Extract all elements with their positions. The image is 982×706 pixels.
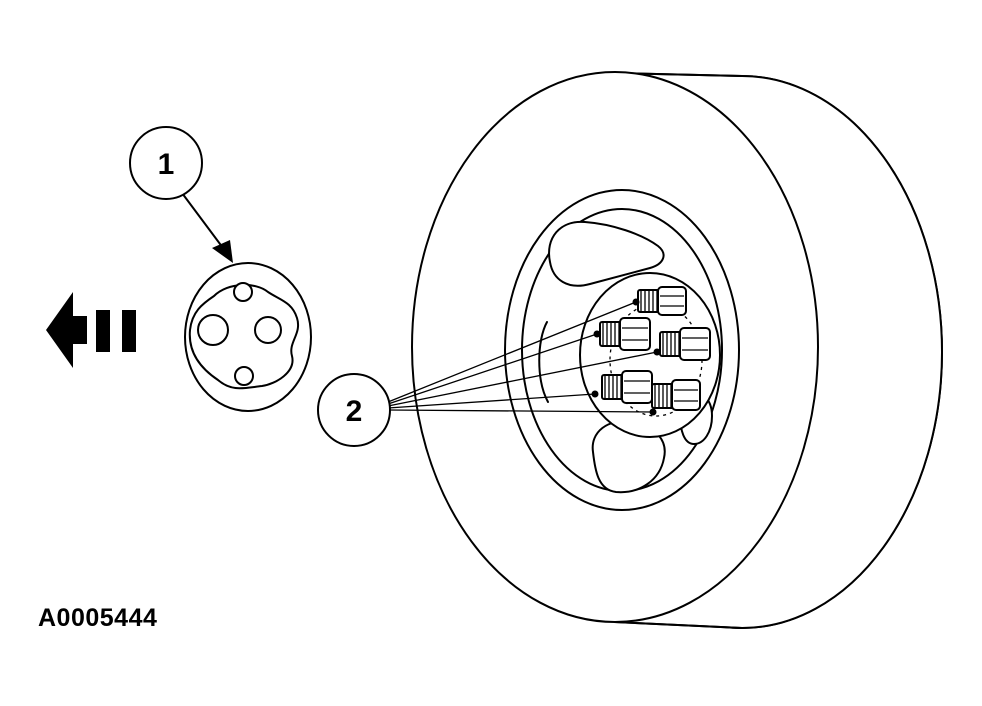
callout-2-label: 2 bbox=[346, 395, 363, 428]
callout-2: 2 bbox=[317, 373, 391, 447]
center-cap bbox=[184, 262, 312, 412]
callout-2-leaders bbox=[387, 301, 658, 413]
lug-nut bbox=[632, 286, 687, 316]
lug-nut bbox=[649, 379, 701, 416]
wheel-window-top bbox=[548, 220, 665, 287]
wheel-and-tire bbox=[411, 71, 943, 630]
lug-nut bbox=[591, 370, 653, 404]
callout-1-circle bbox=[129, 126, 203, 200]
lug-nut bbox=[653, 327, 711, 361]
center-cap-hub bbox=[197, 314, 229, 346]
figure-id: A0005444 bbox=[38, 604, 158, 632]
callout-1-label: 1 bbox=[158, 148, 175, 181]
callout-2-circle bbox=[317, 373, 391, 447]
lug-nut bbox=[593, 317, 651, 351]
wheel-spoke-edge bbox=[538, 321, 549, 403]
center-cap-body bbox=[188, 284, 300, 390]
removal-direction-arrow-icon bbox=[46, 292, 136, 368]
callout-1: 1 bbox=[129, 126, 233, 263]
